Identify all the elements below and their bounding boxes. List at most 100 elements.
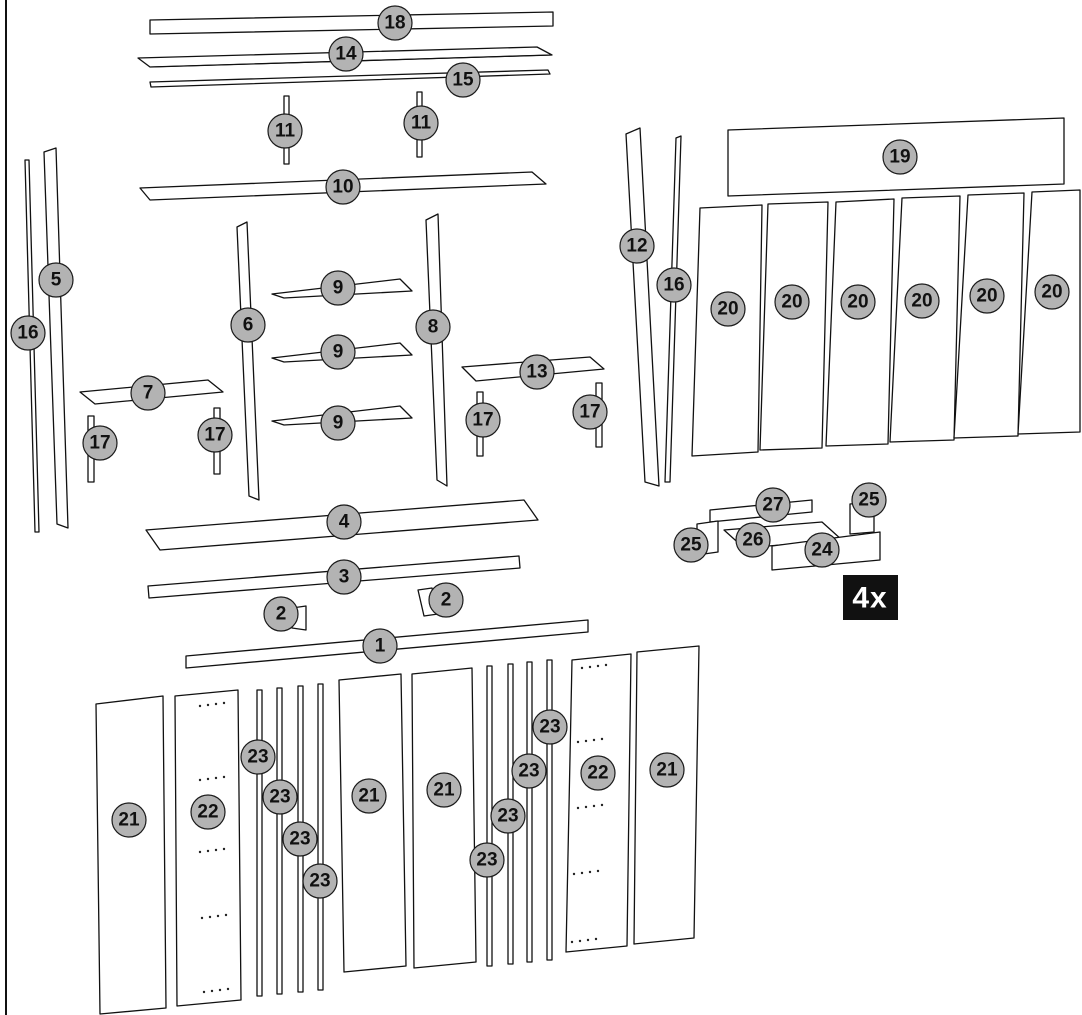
part-23-strip-4 xyxy=(317,683,324,991)
callout-26: 26 xyxy=(735,522,771,558)
svg-text:25: 25 xyxy=(680,535,702,556)
callout-9c: 9 xyxy=(320,405,356,441)
svg-text:22: 22 xyxy=(587,763,608,784)
callout-21a: 21 xyxy=(111,802,147,838)
callout-15: 15 xyxy=(445,62,481,98)
part-23-strip-7 xyxy=(526,661,533,963)
callout-13: 13 xyxy=(519,354,555,390)
svg-text:8: 8 xyxy=(428,317,439,338)
svg-text:20: 20 xyxy=(781,292,802,313)
svg-text:20: 20 xyxy=(717,299,738,320)
part-22-back-panel-1 xyxy=(174,689,242,1007)
callout-20f: 20 xyxy=(1034,274,1070,310)
svg-text:19: 19 xyxy=(889,147,910,168)
callout-2a: 2 xyxy=(263,596,299,632)
svg-text:21: 21 xyxy=(433,780,455,801)
part-21-back-panel-4 xyxy=(633,645,700,945)
svg-text:12: 12 xyxy=(626,236,647,257)
svg-text:9: 9 xyxy=(333,342,344,363)
part-22-back-panel-2 xyxy=(565,653,632,953)
svg-text:7: 7 xyxy=(143,383,154,404)
callout-23f: 23 xyxy=(490,798,526,834)
svg-text:20: 20 xyxy=(1041,282,1062,303)
svg-text:23: 23 xyxy=(518,761,539,782)
part-20-door-1 xyxy=(691,204,763,457)
part-20-door-4 xyxy=(889,195,961,443)
part-20-door-6 xyxy=(1017,189,1081,435)
part-21-back-panel-2 xyxy=(338,673,407,973)
part-5-side-panel xyxy=(43,147,69,529)
svg-text:25: 25 xyxy=(858,490,880,511)
part-23-strip-2 xyxy=(276,687,283,995)
callout-10: 10 xyxy=(325,169,361,205)
callout-9b: 9 xyxy=(320,334,356,370)
callout-17c: 17 xyxy=(465,402,501,438)
svg-text:20: 20 xyxy=(976,286,997,307)
callout-6: 6 xyxy=(230,307,266,343)
svg-text:23: 23 xyxy=(497,806,518,827)
callout-16b: 16 xyxy=(656,267,692,303)
callout-21b: 21 xyxy=(351,778,387,814)
svg-text:23: 23 xyxy=(539,717,560,738)
svg-text:11: 11 xyxy=(275,121,296,142)
callout-11b: 11 xyxy=(403,105,439,141)
callout-1: 1 xyxy=(362,628,398,664)
svg-text:21: 21 xyxy=(118,810,140,831)
svg-text:2: 2 xyxy=(276,604,287,625)
callout-2b: 2 xyxy=(428,582,464,618)
quantity-badge: 4x xyxy=(843,575,898,620)
part-23-strip-1 xyxy=(256,689,263,997)
svg-text:23: 23 xyxy=(289,829,310,850)
svg-text:16: 16 xyxy=(17,323,38,344)
callout-3: 3 xyxy=(326,559,362,595)
callout-20b: 20 xyxy=(774,284,810,320)
svg-text:20: 20 xyxy=(847,292,868,313)
callout-20e: 20 xyxy=(969,278,1005,314)
svg-text:18: 18 xyxy=(384,13,405,34)
callout-22a: 22 xyxy=(190,794,226,830)
part-23-strip-8 xyxy=(546,659,553,961)
svg-text:23: 23 xyxy=(476,850,497,871)
callout-7: 7 xyxy=(130,375,166,411)
part-16-right-strip xyxy=(664,135,682,483)
svg-text:2: 2 xyxy=(441,590,452,611)
part-21-back-panel-3 xyxy=(411,667,477,969)
callout-23e: 23 xyxy=(469,842,505,878)
svg-text:6: 6 xyxy=(243,315,254,336)
callout-25a: 25 xyxy=(851,482,887,518)
callout-23a: 23 xyxy=(240,739,276,775)
part-21-back-panel-1 xyxy=(95,695,167,1015)
callout-27: 27 xyxy=(755,487,791,523)
svg-text:17: 17 xyxy=(579,402,600,423)
svg-text:1: 1 xyxy=(375,636,386,657)
svg-text:17: 17 xyxy=(204,425,225,446)
callout-20d: 20 xyxy=(904,283,940,319)
callout-17a: 17 xyxy=(82,425,118,461)
callout-12: 12 xyxy=(619,228,655,264)
svg-text:10: 10 xyxy=(332,177,353,198)
callout-25b: 25 xyxy=(673,527,709,563)
part-12-side-panel xyxy=(625,127,660,487)
callout-5: 5 xyxy=(38,262,74,298)
callout-17b: 17 xyxy=(197,417,233,453)
callout-23c: 23 xyxy=(282,821,318,857)
svg-text:21: 21 xyxy=(656,760,678,781)
callout-18: 18 xyxy=(377,5,413,41)
callout-14: 14 xyxy=(328,36,364,72)
callout-16a: 16 xyxy=(10,315,46,351)
svg-text:21: 21 xyxy=(358,786,380,807)
hole-markers xyxy=(198,663,608,994)
callout-21d: 21 xyxy=(649,752,685,788)
svg-text:3: 3 xyxy=(339,567,350,588)
callout-20c: 20 xyxy=(840,284,876,320)
svg-text:23: 23 xyxy=(269,787,290,808)
callout-23h: 23 xyxy=(532,709,568,745)
svg-text:22: 22 xyxy=(197,802,218,823)
svg-text:26: 26 xyxy=(742,530,763,551)
svg-text:23: 23 xyxy=(247,747,268,768)
callout-22b: 22 xyxy=(580,755,616,791)
callout-23b: 23 xyxy=(262,779,298,815)
svg-text:9: 9 xyxy=(333,278,344,299)
callout-8: 8 xyxy=(415,309,451,345)
svg-text:17: 17 xyxy=(472,410,493,431)
